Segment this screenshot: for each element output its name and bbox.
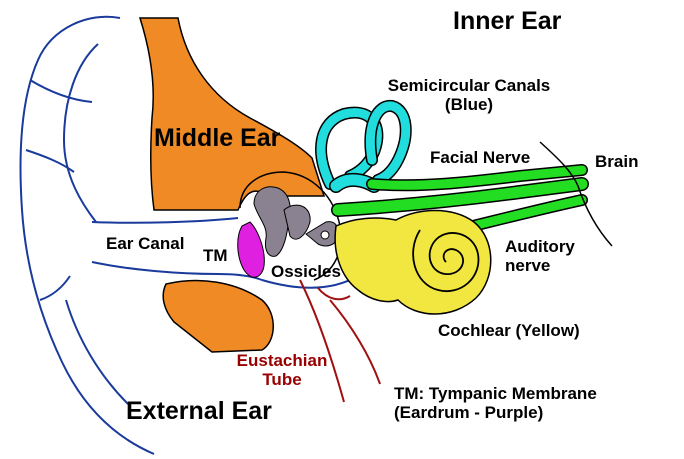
ear-canal-outline bbox=[91, 217, 263, 281]
cochlea bbox=[334, 209, 492, 315]
eustachian-tube-label-line1: Eustachian bbox=[236, 351, 328, 370]
pinna-outline bbox=[19, 15, 155, 455]
semicircular-canals-label-line1: Semicircular Canals bbox=[387, 76, 551, 95]
incus bbox=[283, 204, 311, 240]
facial-nerve-label: Facial Nerve bbox=[430, 148, 531, 167]
ear-canal-label: Ear Canal bbox=[106, 234, 185, 253]
pinna-fold-2 bbox=[25, 79, 93, 301]
inner-ear-label: Inner Ear bbox=[453, 7, 562, 35]
brain-outline bbox=[539, 141, 613, 247]
brain-label: Brain bbox=[595, 152, 639, 171]
semicircular-canals-label-line2: (Blue) bbox=[444, 94, 494, 114]
semicircular-canals bbox=[315, 99, 412, 193]
ossicles-label: Ossicles bbox=[271, 262, 341, 281]
eustachian-tube-label: Eustachian Tube bbox=[220, 351, 344, 389]
pinna-inner-fold bbox=[62, 43, 129, 405]
tm-legend-line1: TM: Tympanic Membrane bbox=[394, 384, 597, 403]
tm-label: TM bbox=[203, 246, 228, 265]
eustachian-tube-label-line2: Tube bbox=[262, 369, 302, 389]
middle-ear-label: Middle Ear bbox=[154, 124, 281, 152]
eustachian-tube bbox=[299, 279, 381, 403]
semicircular-canals-label: Semicircular Canals (Blue) bbox=[372, 76, 566, 114]
auditory-nerve-label-line1: Auditory bbox=[505, 237, 575, 256]
cochlear-label: Cochlear (Yellow) bbox=[438, 321, 580, 340]
external-ear-label: External Ear bbox=[126, 397, 272, 425]
malleus bbox=[253, 186, 291, 257]
temporal-bone-lower bbox=[162, 279, 274, 353]
ossicles-group bbox=[253, 186, 339, 257]
temporal-bone-upper bbox=[138, 17, 326, 211]
auditory-nerve-label: Auditory nerve bbox=[505, 237, 575, 275]
middle-ear-cavity bbox=[239, 171, 342, 281]
tm-legend: TM: Tympanic Membrane (Eardrum - Purple) bbox=[394, 384, 597, 422]
auditory-nerve-label-line2: nerve bbox=[505, 255, 551, 275]
tm-legend-line2: (Eardrum - Purple) bbox=[394, 402, 544, 422]
tympanic-membrane bbox=[237, 221, 265, 278]
